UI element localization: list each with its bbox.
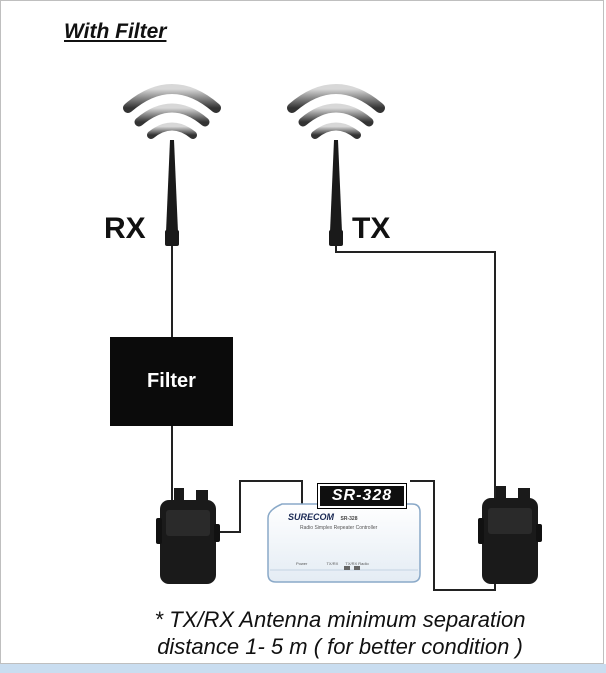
controller-caption: Radio Simplex Repeater Controller [300,525,378,531]
tx-antenna-icon [329,140,343,246]
controller-to-tx-radio-wire [410,480,496,591]
port-label-txrx-radio: TX/RX Radio [345,561,369,566]
port-label-power: Power [296,561,308,566]
controller-model-tag-text: SR-328 [331,487,393,504]
controller-model: SR-328 [340,516,358,522]
rx-antenna-icon [165,140,179,246]
controller-brand-logo: SURECOM SR-328 [288,512,357,522]
rx-handheld-radio-icon [156,488,220,584]
filter-label: Filter [147,370,196,392]
filter-box: Filter [110,337,233,426]
tx-signal-waves-icon [287,84,385,139]
separation-note-line-1: * TX/RX Antenna minimum separation [154,607,526,632]
diagram-title: With Filter [64,20,167,43]
separation-note-line-2: distance 1- 5 m ( for better condition ) [157,634,523,659]
rx-radio-to-controller-wire [216,480,303,533]
separation-note: * TX/RX Antenna minimum separation dista… [100,606,580,660]
rx-signal-waves-icon [123,84,221,139]
controller-box [267,503,421,583]
port-label-txrx: TX/RX [326,561,339,566]
tx-antenna-to-tx-radio-wire [335,244,496,500]
controller-model-tag: SR-328 [317,483,407,509]
controller-brand: SURECOM [288,512,335,522]
controller-port-labels: Power TX/RX TX/RX Radio [296,561,412,566]
tx-handheld-radio-icon [478,486,542,584]
rx-label: RX [104,212,146,245]
connection-wires [171,244,496,591]
bottom-band [0,664,606,673]
tx-label: TX [352,212,391,245]
